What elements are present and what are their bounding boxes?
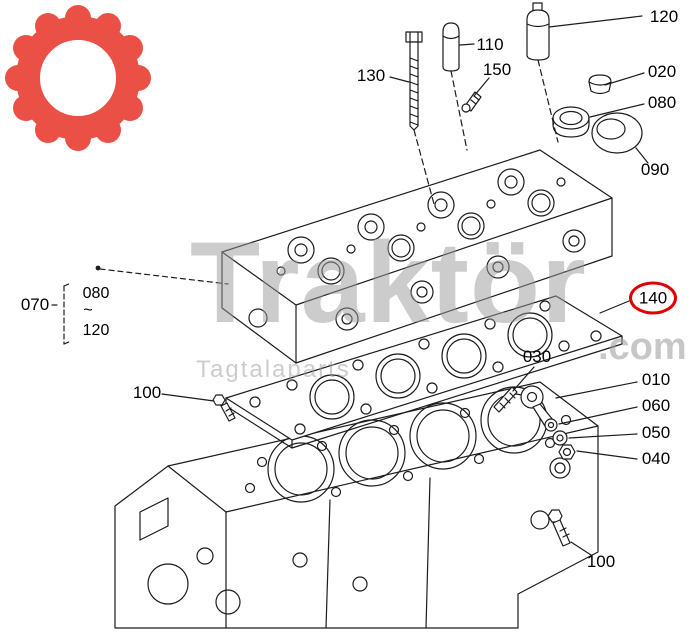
bolt-100-left xyxy=(212,394,236,422)
part-label-130: 130 xyxy=(356,66,386,85)
screw-150 xyxy=(461,91,482,113)
part-range-end: 120 xyxy=(82,322,110,339)
washer-050 xyxy=(552,430,568,446)
part-label-100-bottom: 100 xyxy=(586,552,616,571)
plug-020 xyxy=(588,74,612,95)
bolt-100-bottom xyxy=(547,509,571,547)
watermark-brand: Traktör xyxy=(190,219,587,347)
part-label-030: 030 xyxy=(522,347,552,366)
part-label-060: 060 xyxy=(641,396,671,415)
part-label-140-highlighted: 140 xyxy=(629,281,677,315)
part-label-080: 080 xyxy=(647,93,677,112)
cup-seal-080 xyxy=(552,106,590,138)
part-label-150: 150 xyxy=(482,60,512,79)
head-gasket-drawing xyxy=(225,295,623,449)
stud-bolt-130 xyxy=(405,31,423,131)
part-label-040: 040 xyxy=(641,449,671,468)
part-label-120: 120 xyxy=(649,7,679,26)
brand-gear-logo xyxy=(5,5,151,151)
part-label-140: 140 xyxy=(638,288,668,307)
part-label-110: 110 xyxy=(476,35,504,54)
part-label-010: 010 xyxy=(641,370,671,389)
part-label-100-left: 100 xyxy=(132,383,162,402)
part-label-050: 050 xyxy=(641,423,671,442)
cap-090 xyxy=(591,112,643,154)
part-label-020: 020 xyxy=(647,62,677,81)
valve-cap-120 xyxy=(526,2,550,61)
washer-060 xyxy=(544,418,558,432)
watermark-domain: .com xyxy=(598,326,687,368)
part-label-090: 090 xyxy=(640,160,670,179)
nut-040 xyxy=(558,444,576,460)
cylinder-head-drawing xyxy=(221,149,613,364)
leader-lines xyxy=(161,15,649,556)
valve-cap-110 xyxy=(442,22,460,72)
range-bracket-070 xyxy=(51,265,229,345)
part-range-tilde: ~ xyxy=(83,302,93,319)
watermark-subtitle: Tagtalaparts xyxy=(196,356,351,383)
part-label-070: 070 xyxy=(20,295,50,314)
part-range-start: 080 xyxy=(82,285,110,302)
stud-030 xyxy=(493,386,518,413)
assembly-axis-lines xyxy=(413,59,559,205)
gear-ring xyxy=(16,16,140,140)
